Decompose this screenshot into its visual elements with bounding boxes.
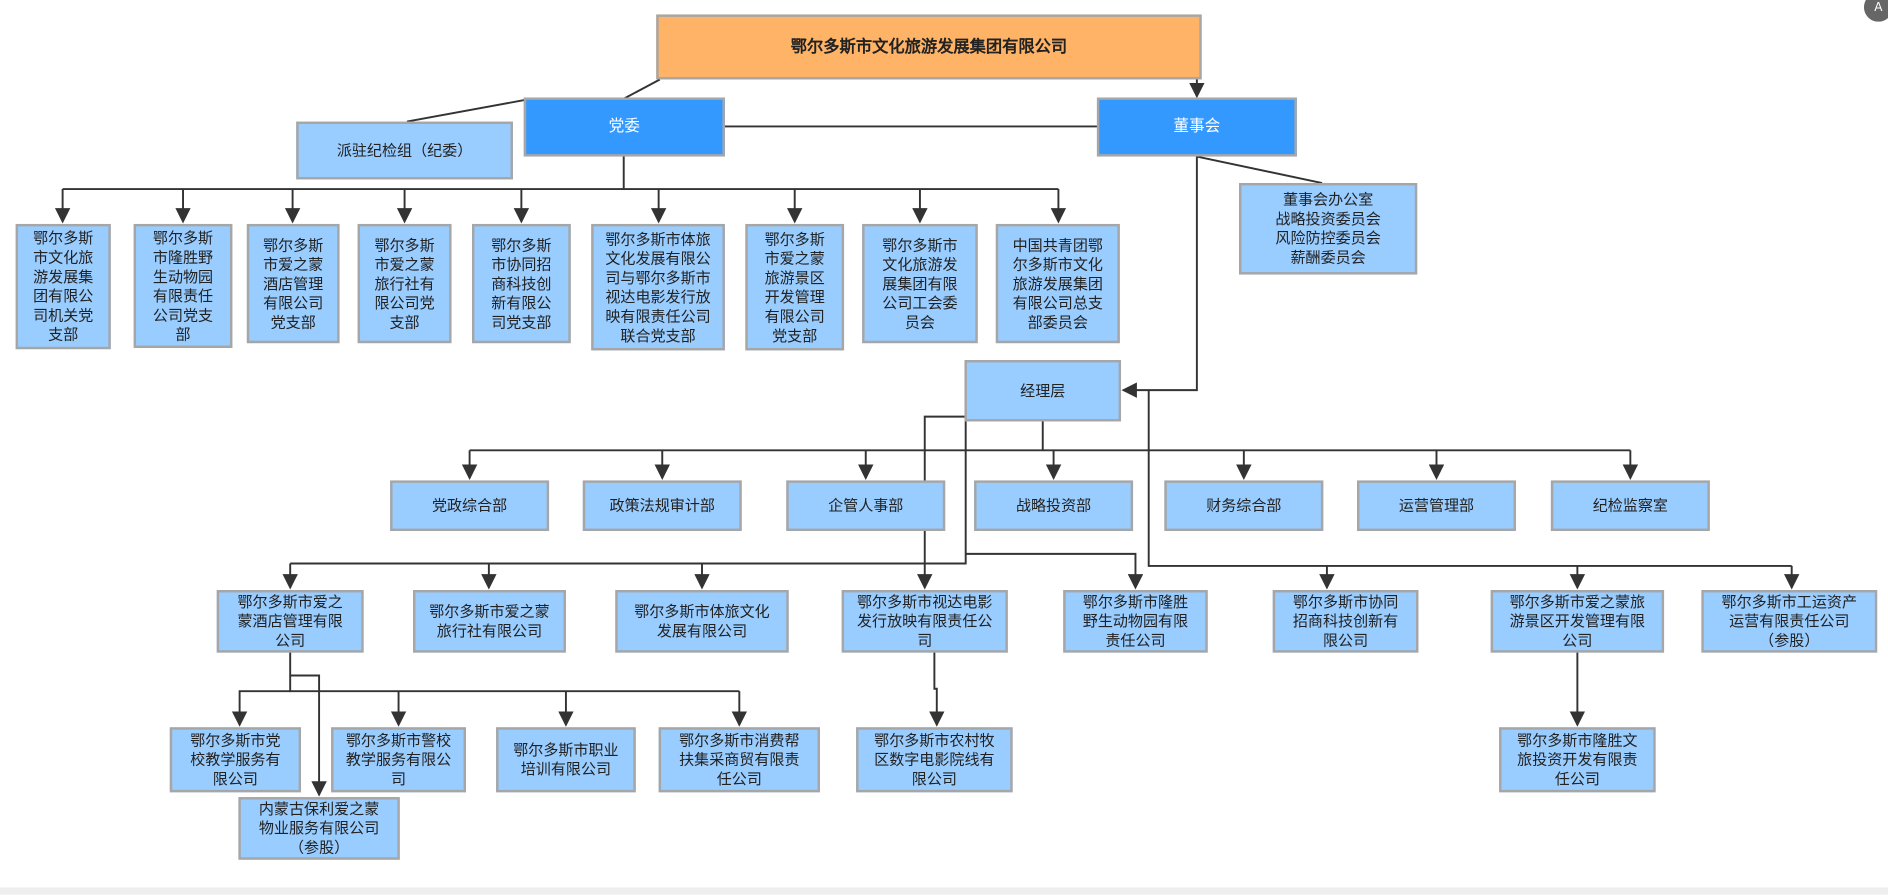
node-party-branch[interactable]: 鄂尔多斯 市爱之蒙 旅游景区 开发管理 有限公司 党支部	[745, 223, 845, 351]
node-party-branch[interactable]: 鄂尔多斯 市文化旅 游发展集 团有限公 司机关党 支部	[15, 223, 111, 350]
node-board-committees[interactable]: 董事会办公室 战略投资委员会 风险防控委员会 薪酬委员会	[1239, 183, 1418, 275]
node-subsidiary[interactable]: 鄂尔多斯市视达电影 发行放映有限责任公 司	[841, 590, 1008, 653]
node-film-subsidiary[interactable]: 鄂尔多斯市农村牧 区数字电影院线有 限公司	[856, 727, 1013, 793]
node-department[interactable]: 企管人事部	[786, 480, 946, 532]
node-hotel-subsidiary[interactable]: 鄂尔多斯市消费帮 扶集采商贸有限责 任公司	[658, 727, 820, 793]
node-party-branch[interactable]: 鄂尔多斯市 文化旅游发 展集团有限 公司工会委 员会	[862, 223, 978, 344]
node-discipline-group[interactable]: 派驻纪检组（纪委）	[296, 121, 513, 180]
node-subsidiary[interactable]: 鄂尔多斯市爱之蒙 旅行社有限公司	[413, 590, 566, 653]
node-party-branch[interactable]: 鄂尔多斯市体旅 文化发展有限公 司与鄂尔多斯市 视达电影发行放 映有限责任公司 …	[591, 223, 725, 351]
node-board[interactable]: 董事会	[1096, 97, 1297, 157]
node-hotel-subsidiary[interactable]: 内蒙古保利爱之蒙 物业服务有限公司 （参股）	[238, 797, 400, 860]
node-party-branch[interactable]: 鄂尔多斯 市隆胜野 生动物园 有限责任 公司党支 部	[133, 223, 233, 348]
node-department[interactable]: 党政综合部	[390, 480, 550, 532]
node-subsidiary[interactable]: 鄂尔多斯市隆胜 野生动物园有限 责任公司	[1063, 590, 1208, 653]
node-root-company[interactable]: 鄂尔多斯市文化旅游发展集团有限公司	[656, 14, 1202, 80]
node-scenic-subsidiary[interactable]: 鄂尔多斯市隆胜文 旅投资开发有限责 任公司	[1499, 727, 1656, 793]
node-department[interactable]: 财务综合部	[1164, 480, 1324, 532]
node-subsidiary[interactable]: 鄂尔多斯市爱之 蒙酒店管理有限 公司	[216, 590, 364, 653]
node-subsidiary[interactable]: 鄂尔多斯市体旅文化 发展有限公司	[615, 590, 789, 653]
node-party-branch[interactable]: 鄂尔多斯 市爱之蒙 酒店管理 有限公司 党支部	[246, 223, 340, 344]
corner-badge-icon[interactable]: A	[1863, 0, 1888, 22]
node-hotel-subsidiary[interactable]: 鄂尔多斯市警校 教学服务有限公 司	[331, 727, 466, 793]
node-subsidiary[interactable]: 鄂尔多斯市协同 招商科技创新有 限公司	[1272, 590, 1419, 653]
node-department[interactable]: 政策法规审计部	[582, 480, 742, 532]
node-department[interactable]: 战略投资部	[974, 480, 1134, 532]
node-party-committee[interactable]: 党委	[523, 97, 725, 157]
node-department[interactable]: 纪检监察室	[1550, 480, 1710, 532]
node-hotel-subsidiary[interactable]: 鄂尔多斯市党 校教学服务有 限公司	[169, 727, 302, 793]
node-party-branch[interactable]: 鄂尔多斯 市协同招 商科技创 新有限公 司党支部	[472, 223, 571, 344]
node-subsidiary[interactable]: 鄂尔多斯市爱之蒙旅 游景区开发管理有限 公司	[1490, 590, 1665, 653]
node-subsidiary[interactable]: 鄂尔多斯市工运资产 运营有限责任公司 （参股）	[1701, 590, 1878, 653]
line-root-party	[623, 78, 661, 100]
node-department[interactable]: 运营管理部	[1357, 480, 1516, 532]
node-party-branch[interactable]: 中国共青团鄂 尔多斯市文化 旅游发展集团 有限公司总支 部委员会	[995, 223, 1120, 344]
node-management[interactable]: 经理层	[964, 360, 1122, 422]
node-party-branch[interactable]: 鄂尔多斯 市爱之蒙 旅行社有 限公司党 支部	[357, 223, 452, 344]
node-hotel-subsidiary[interactable]: 鄂尔多斯市职业 培训有限公司	[496, 727, 636, 793]
line-party-discipline	[406, 98, 526, 123]
horizontal-scrollbar[interactable]	[0, 887, 1888, 895]
